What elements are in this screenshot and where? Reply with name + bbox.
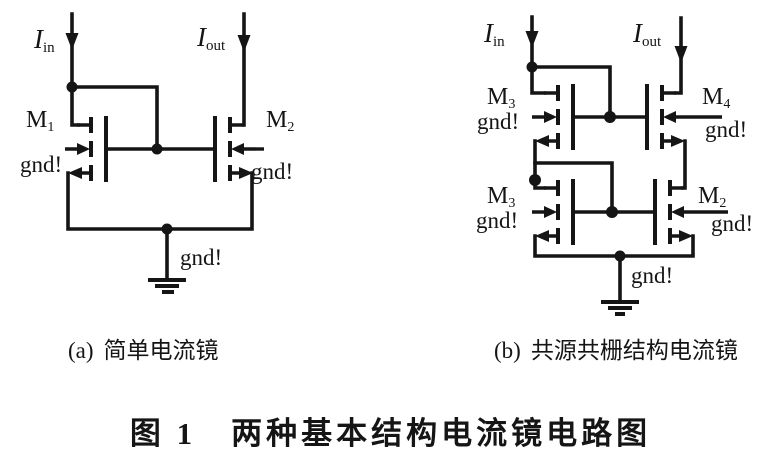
wire-m4-source-to-m2-drain bbox=[681, 139, 687, 190]
figure-title: 图 1 两种基本结构电流镜电路图 bbox=[129, 416, 652, 451]
m3-symbol: M bbox=[487, 84, 509, 110]
iout-symbol: I bbox=[633, 18, 642, 48]
gnd-net-label-m2b-bulk: gnd! bbox=[711, 211, 754, 236]
circuit-b-cascode-current-mirror bbox=[525, 15, 728, 316]
gnd-net-label-m1-bulk: gnd! bbox=[20, 152, 63, 177]
m3-top-label: M3 bbox=[487, 85, 515, 112]
m4-label: M4 bbox=[702, 85, 730, 112]
caption-a: (a) 简单电流镜 bbox=[68, 339, 219, 362]
iout-current-arrow-b bbox=[674, 46, 688, 63]
wire-source-rail-b bbox=[533, 234, 695, 258]
m4-subscript: 4 bbox=[723, 97, 731, 112]
m1-symbol: M bbox=[26, 107, 48, 133]
m3-subscript: 3 bbox=[508, 196, 516, 211]
junction-dot bbox=[151, 143, 163, 155]
iin-label-a: Iin bbox=[34, 26, 55, 56]
caption-b-text: 共源共栅结构电流镜 bbox=[530, 338, 738, 363]
iout-subscript: out bbox=[206, 38, 226, 54]
m2-subscript: 2 bbox=[719, 196, 727, 211]
junction-dot bbox=[614, 250, 626, 262]
gnd-net-label-m3bottom-bulk: gnd! bbox=[476, 208, 519, 233]
m2-symbol: M bbox=[266, 107, 288, 133]
iin-subscript: in bbox=[43, 40, 55, 56]
m2-symbol: M bbox=[698, 183, 720, 209]
iout-symbol: I bbox=[197, 22, 206, 52]
caption-b: (b) 共源共栅结构电流镜 bbox=[494, 339, 738, 362]
m1-subscript: 1 bbox=[47, 120, 55, 135]
wire-iin-to-m1-drain bbox=[70, 85, 80, 127]
junction-dot bbox=[604, 111, 616, 123]
wire-cascode-node-to-bottom-gate bbox=[533, 161, 614, 214]
junction-dot bbox=[161, 223, 173, 235]
m1-label: M1 bbox=[26, 108, 54, 135]
m3-bottom-label: M3 bbox=[487, 184, 515, 211]
iin-symbol: I bbox=[484, 18, 493, 48]
wire-iin-to-m3top-drain bbox=[530, 65, 546, 95]
iout-current-arrow-a bbox=[237, 35, 251, 52]
wire-source-rail-a bbox=[66, 171, 254, 231]
transistor-m2b bbox=[653, 177, 698, 247]
m2b-label: M2 bbox=[698, 184, 726, 211]
wire-iin-to-gate-node bbox=[70, 12, 159, 151]
transistor-m2 bbox=[213, 114, 258, 184]
caption-b-index: (b) bbox=[494, 338, 521, 363]
m4-symbol: M bbox=[702, 84, 724, 110]
iin-subscript: in bbox=[493, 34, 505, 50]
gnd-net-label-ground-a: gnd! bbox=[180, 245, 223, 270]
iin-current-arrow-a bbox=[65, 33, 79, 50]
earth-ground-icon bbox=[601, 300, 639, 316]
junction-dot bbox=[529, 174, 541, 186]
iin-label-b: Iin bbox=[484, 20, 505, 50]
wire-m4-drain-to-iout bbox=[674, 16, 683, 95]
gnd-net-label-m2-bulk: gnd! bbox=[251, 159, 294, 184]
gnd-net-label-m4-bulk: gnd! bbox=[705, 117, 748, 142]
iin-symbol: I bbox=[34, 24, 43, 54]
m3-subscript: 3 bbox=[508, 97, 516, 112]
m3-symbol: M bbox=[487, 183, 509, 209]
earth-ground-icon bbox=[148, 278, 186, 294]
iout-subscript: out bbox=[642, 34, 662, 50]
iin-current-arrow-b bbox=[525, 31, 539, 48]
junction-dot bbox=[606, 206, 618, 218]
junction-dot bbox=[66, 81, 78, 93]
junction-dot bbox=[526, 61, 538, 73]
m2-subscript: 2 bbox=[287, 120, 295, 135]
iout-label-a: Iout bbox=[197, 24, 225, 54]
circuit-a-simple-current-mirror bbox=[63, 12, 264, 294]
caption-a-index: (a) bbox=[68, 338, 94, 363]
gnd-net-label-ground-b: gnd! bbox=[631, 263, 674, 288]
iout-label-b: Iout bbox=[633, 20, 661, 50]
caption-a-text: 简单电流镜 bbox=[103, 338, 219, 363]
gnd-net-label-m3top-bulk: gnd! bbox=[477, 109, 520, 134]
m2-label: M2 bbox=[266, 108, 294, 135]
